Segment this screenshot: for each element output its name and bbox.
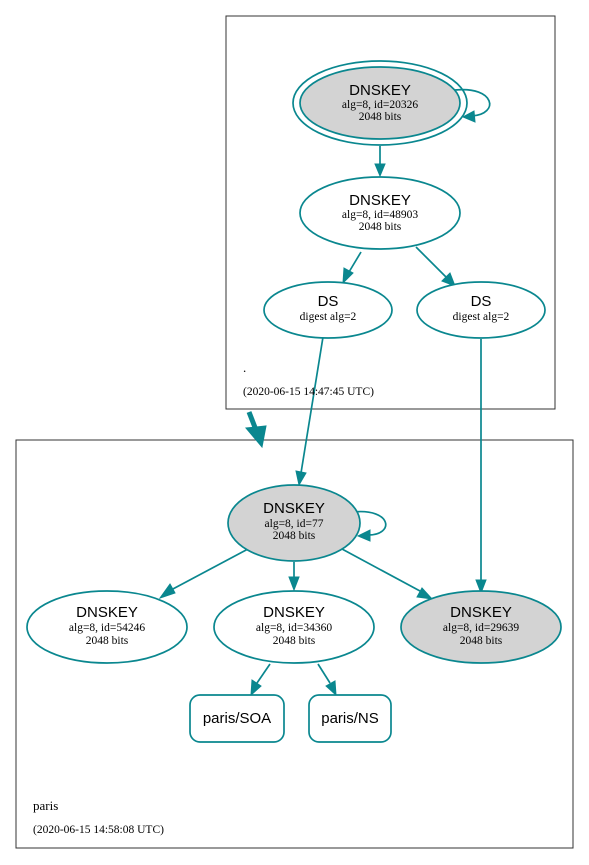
node-detail: alg=8, id=48903 — [342, 209, 418, 221]
edge-root-zsk-ds-a — [348, 251, 362, 273]
arrow-key-54246 — [158, 583, 176, 599]
node-root-zsk: DNSKEY alg=8, id=48903 2048 bits — [299, 176, 461, 250]
node-paris-zsk-shape — [213, 590, 375, 664]
arrow-ds-b — [441, 272, 456, 287]
paris-zone-box — [15, 439, 574, 849]
node-root-ksk-shape — [299, 66, 461, 140]
node-root-ksk-outer-ring — [292, 60, 468, 146]
node-paris-zsk: DNSKEY alg=8, id=34360 2048 bits — [213, 590, 375, 664]
node-key-54246: DNSKEY alg=8, id=54246 2048 bits — [26, 590, 188, 664]
node-ds-b: DS digest alg=2 — [416, 281, 546, 339]
node-title: DNSKEY — [263, 500, 325, 517]
arrow-paris-ksk-self — [356, 529, 371, 542]
node-ds-a: DS digest alg=2 — [263, 281, 393, 339]
node-detail: alg=8, id=29639 — [443, 622, 519, 634]
node-title: DNSKEY — [263, 604, 325, 621]
node-detail: 2048 bits — [460, 635, 503, 647]
node-key-54246-shape — [26, 590, 188, 664]
edge-paris-ksk-54246 — [170, 548, 249, 591]
root-zone-box — [225, 15, 556, 410]
arrow-delegation — [245, 425, 267, 449]
node-ds-a-shape — [263, 281, 393, 339]
node-detail: alg=8, id=20326 — [342, 99, 418, 111]
node-detail: alg=8, id=54246 — [69, 622, 145, 634]
node-title: DNSKEY — [76, 604, 138, 621]
arrow-key-29639 — [475, 579, 487, 595]
edge-ds-a-paris-ksk — [300, 336, 324, 474]
node-root-ksk: DNSKEY alg=8, id=20326 2048 bits — [292, 60, 468, 146]
arrow-root-ksk-self — [461, 110, 476, 123]
node-title: paris/SOA — [203, 710, 271, 727]
node-paris-ksk-shape — [227, 484, 361, 562]
node-paris-ns-shape — [308, 694, 392, 743]
arrow-paris-zsk — [288, 576, 300, 592]
edge-root-zsk-ds-b — [415, 246, 447, 278]
node-detail: 2048 bits — [86, 635, 129, 647]
root-zone-timestamp: (2020-06-15 14:47:45 UTC) — [243, 386, 374, 398]
arrow-key-29639-b — [416, 587, 434, 600]
node-detail: 2048 bits — [359, 221, 402, 233]
node-detail: alg=8, id=34360 — [256, 622, 332, 634]
node-paris-ksk: DNSKEY alg=8, id=77 2048 bits — [227, 484, 361, 562]
node-detail: 2048 bits — [273, 530, 316, 542]
node-key-29639-shape — [400, 590, 562, 664]
node-detail: alg=8, id=77 — [265, 518, 324, 530]
arrow-soa — [250, 679, 262, 697]
edge-root-ksk-self — [454, 88, 491, 117]
edge-paris-ksk-29639 — [341, 548, 421, 592]
root-zone-name: . — [243, 360, 246, 375]
paris-zone-timestamp: (2020-06-15 14:58:08 UTC) — [33, 824, 164, 836]
node-title: DS — [471, 293, 492, 310]
edge-zsk-ns — [317, 663, 331, 684]
node-root-zsk-shape — [299, 176, 461, 250]
arrow-ns — [325, 680, 337, 697]
paris-zone-name: paris — [33, 798, 58, 813]
node-title: DNSKEY — [349, 82, 411, 99]
arrow-paris-ksk — [295, 470, 307, 487]
arrow-ds-a — [342, 267, 354, 285]
edges — [158, 88, 491, 697]
node-detail: 2048 bits — [273, 635, 316, 647]
edge-zsk-soa — [256, 663, 271, 684]
node-ds-b-shape — [416, 281, 546, 339]
node-detail: 2048 bits — [359, 111, 402, 123]
node-title: DS — [318, 293, 339, 310]
node-detail: digest alg=2 — [453, 311, 510, 323]
node-paris-soa-shape — [189, 694, 285, 743]
node-title: DNSKEY — [450, 604, 512, 621]
node-paris-soa: paris/SOA — [189, 694, 285, 743]
arrow-root-zsk — [374, 163, 386, 178]
node-title: paris/NS — [321, 710, 379, 727]
node-paris-ns: paris/NS — [308, 694, 392, 743]
node-title: DNSKEY — [349, 192, 411, 209]
node-key-29639: DNSKEY alg=8, id=29639 2048 bits — [400, 590, 562, 664]
edge-paris-ksk-self — [352, 510, 387, 536]
node-detail: digest alg=2 — [300, 311, 357, 323]
